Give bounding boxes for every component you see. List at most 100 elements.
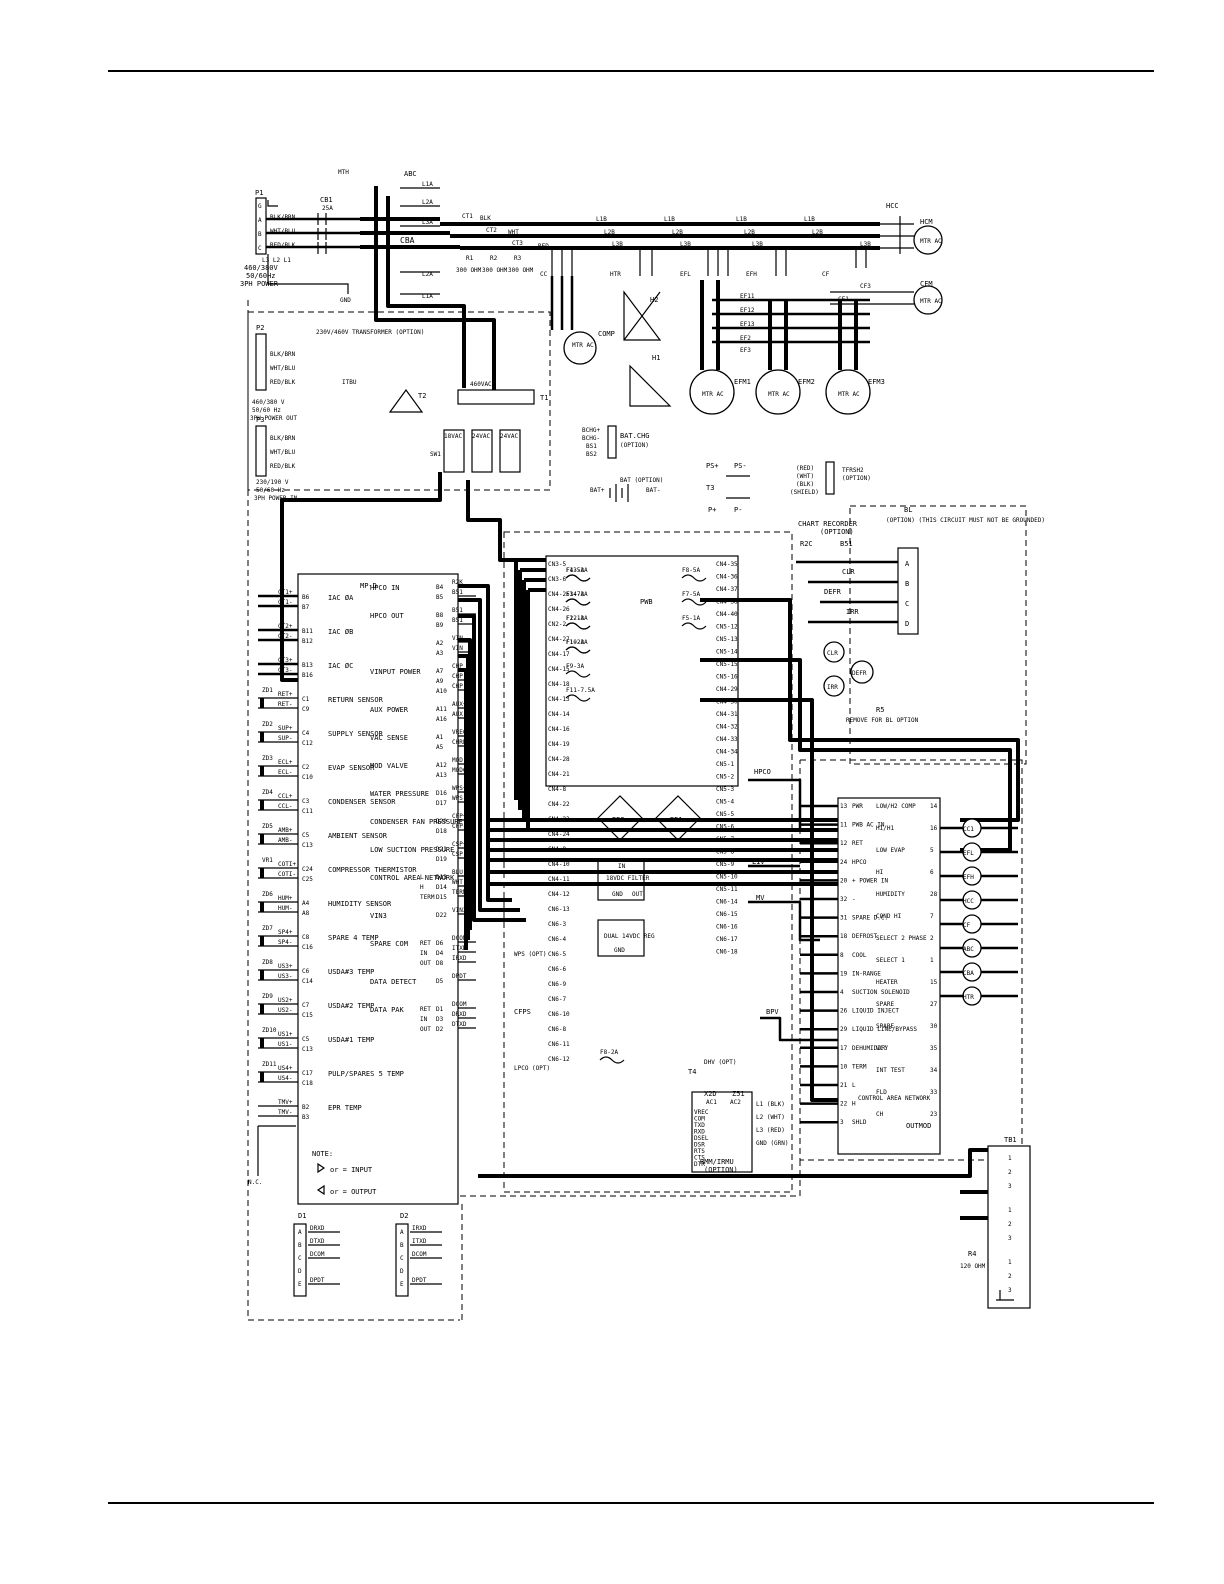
- bus-label-9: L1B: [804, 216, 815, 223]
- term-l3a: L3A: [422, 219, 433, 226]
- ef-label-0: EF11: [740, 293, 755, 300]
- bl-pin-b: B: [905, 580, 909, 588]
- mpd-left-pin: C5: [302, 832, 310, 839]
- pwb-connector-left: CN4-22: [548, 801, 570, 808]
- cf3-label: CF3: [860, 283, 871, 290]
- mpd-right-wire-label: DCOM: [452, 935, 467, 942]
- filter-label: 18VDC FILTER: [606, 875, 650, 882]
- outmod-left-label: LIQUID LINE/BYPASS: [852, 1026, 917, 1033]
- mpd-left-input-label: PULP/SPARES 5 TEMP: [328, 1070, 404, 1078]
- pwb-connector-left: CN4-13: [548, 696, 570, 703]
- pwb-connector-right: CN6-16: [716, 924, 738, 931]
- mpd-left-pin: C17: [302, 1070, 313, 1077]
- tb1-pin: 2: [1008, 1169, 1012, 1176]
- outmod-left-pin: 32: [840, 896, 848, 903]
- pwb-connector-left: CN4-12: [548, 891, 570, 898]
- reg-box: [597, 919, 645, 957]
- pwb-connector-left: CN6-4: [548, 936, 566, 943]
- outmod-left-label: PWR: [852, 803, 863, 810]
- outmod-right-label: SPARE: [876, 1023, 894, 1030]
- mpd-right-pin: D3: [436, 1016, 444, 1023]
- outmod-left-label: -: [852, 896, 856, 903]
- p3-connector: [255, 425, 267, 477]
- efm3-label: EFM3: [868, 378, 885, 386]
- pwb-connector-left: CN4-16: [548, 726, 570, 733]
- coil-label: ABC: [963, 946, 974, 953]
- rmm-x2d: X2D: [704, 1090, 717, 1098]
- zener-label: ZD3: [262, 755, 273, 762]
- zener-label: ZD6: [262, 891, 273, 898]
- fuse-icon: [565, 670, 591, 678]
- mpd-left-input-label: EVAP SENSOR: [328, 764, 375, 772]
- outmod-right-pin: 2: [930, 935, 934, 942]
- rmm-right-pin: GND (GRN): [756, 1140, 789, 1147]
- pwb-connector-left: CN4-24: [548, 831, 570, 838]
- mpd-right-pin: D16: [436, 790, 447, 797]
- mpd-left-pin: B12: [302, 638, 313, 645]
- d1-pin: B: [298, 1242, 302, 1249]
- mpd-left-wire-label: US1-: [278, 1041, 292, 1048]
- mpd-left-wire-label: RET+: [278, 691, 293, 698]
- mpd-right-sub-label: L: [420, 874, 424, 881]
- mpd-left-pin: C15: [302, 1012, 313, 1019]
- t1-sec-3: [499, 429, 521, 473]
- outmod-left-pin: 20: [840, 877, 848, 884]
- bus-label-1: L2B: [604, 229, 615, 236]
- outmod-right-pin: 27: [930, 1001, 938, 1008]
- t1-sec-2-label: 24VAC: [472, 433, 490, 440]
- pwb-connector-right: CN5-16: [716, 674, 738, 681]
- heater-h1: H1: [652, 354, 660, 362]
- mpd-left-wire-label: HUM-: [278, 905, 292, 912]
- outmod-right-pin: 14: [930, 803, 938, 810]
- mpd-left-pin: B2: [302, 1104, 310, 1111]
- mpd-left-pin: A4: [302, 900, 310, 907]
- tb1-pin: 3: [1008, 1183, 1012, 1190]
- outmod-right-label: LOW EVAP: [876, 847, 905, 854]
- d2-wire-label: ITXD: [412, 1238, 427, 1245]
- outmod-right-label: CH: [876, 1111, 884, 1118]
- mpd-right-wire-label: R2K: [452, 579, 463, 586]
- efm3-text: MTR AC: [838, 391, 860, 398]
- fuse-icon: [565, 646, 591, 654]
- power-input-p1: P1 G A B C BLK/BRN WHT/BLU RED/BLK L3 L2…: [240, 169, 360, 304]
- fuse-label: F8-5A: [682, 567, 700, 574]
- pwb-connector-right: CN6-14: [716, 899, 738, 906]
- rmm-left-pin: TXD: [694, 1122, 705, 1129]
- cb1-contacts: [317, 213, 327, 254]
- rmm-title: RMM/IRMU: [700, 1158, 734, 1166]
- r4-label: R4: [968, 1250, 976, 1258]
- chart-recorder-frame: [849, 505, 1027, 765]
- contactor-contacts: [400, 187, 440, 295]
- pwb-connector-left: CN4-28: [548, 756, 570, 763]
- mpd-left-wire-label: ECL+: [278, 759, 293, 766]
- coil-label: HCC: [963, 898, 974, 905]
- mpd-box: [297, 573, 459, 1205]
- p-minus: P-: [734, 506, 742, 514]
- mpd-right-wire-label: IRXD: [452, 955, 467, 962]
- pwb-connector-right: CN4-33: [716, 736, 738, 743]
- mpd-left-wire-label: ECL-: [278, 769, 292, 776]
- mpd-right-pin: D21: [436, 846, 447, 853]
- t1-label: T1: [540, 394, 548, 402]
- load-htr: HTR: [610, 271, 621, 278]
- mpd-right-pin: A2: [436, 640, 444, 647]
- ct1-wire: BLK: [480, 215, 491, 222]
- mpd-left-wire-label: SUP+: [278, 725, 293, 732]
- mpd-left-pin: C13: [302, 842, 313, 849]
- mpd-right-sub-label: IN: [420, 950, 428, 957]
- mpd-option-border: [247, 300, 460, 1321]
- t4-label: T4: [688, 1068, 696, 1076]
- hcc-contacts: [880, 216, 914, 254]
- ef-label-4: EF3: [740, 347, 751, 354]
- mpd-right-wire-label: WPS-: [452, 795, 466, 802]
- d1-wire-label: DCOM: [310, 1251, 325, 1258]
- t1-sec-3-label: 24VAC: [500, 433, 518, 440]
- mv-label: MV: [756, 894, 765, 902]
- bl-connector: [897, 547, 919, 635]
- bat-chg-label: BAT.CHG: [620, 432, 650, 440]
- pwb-connector-right: CN5-9: [716, 861, 734, 868]
- chart-recorder-group: CHART RECORDER (OPTION) R2C B51 BL (OPTI…: [796, 505, 1045, 765]
- t2-label: T2: [418, 392, 426, 400]
